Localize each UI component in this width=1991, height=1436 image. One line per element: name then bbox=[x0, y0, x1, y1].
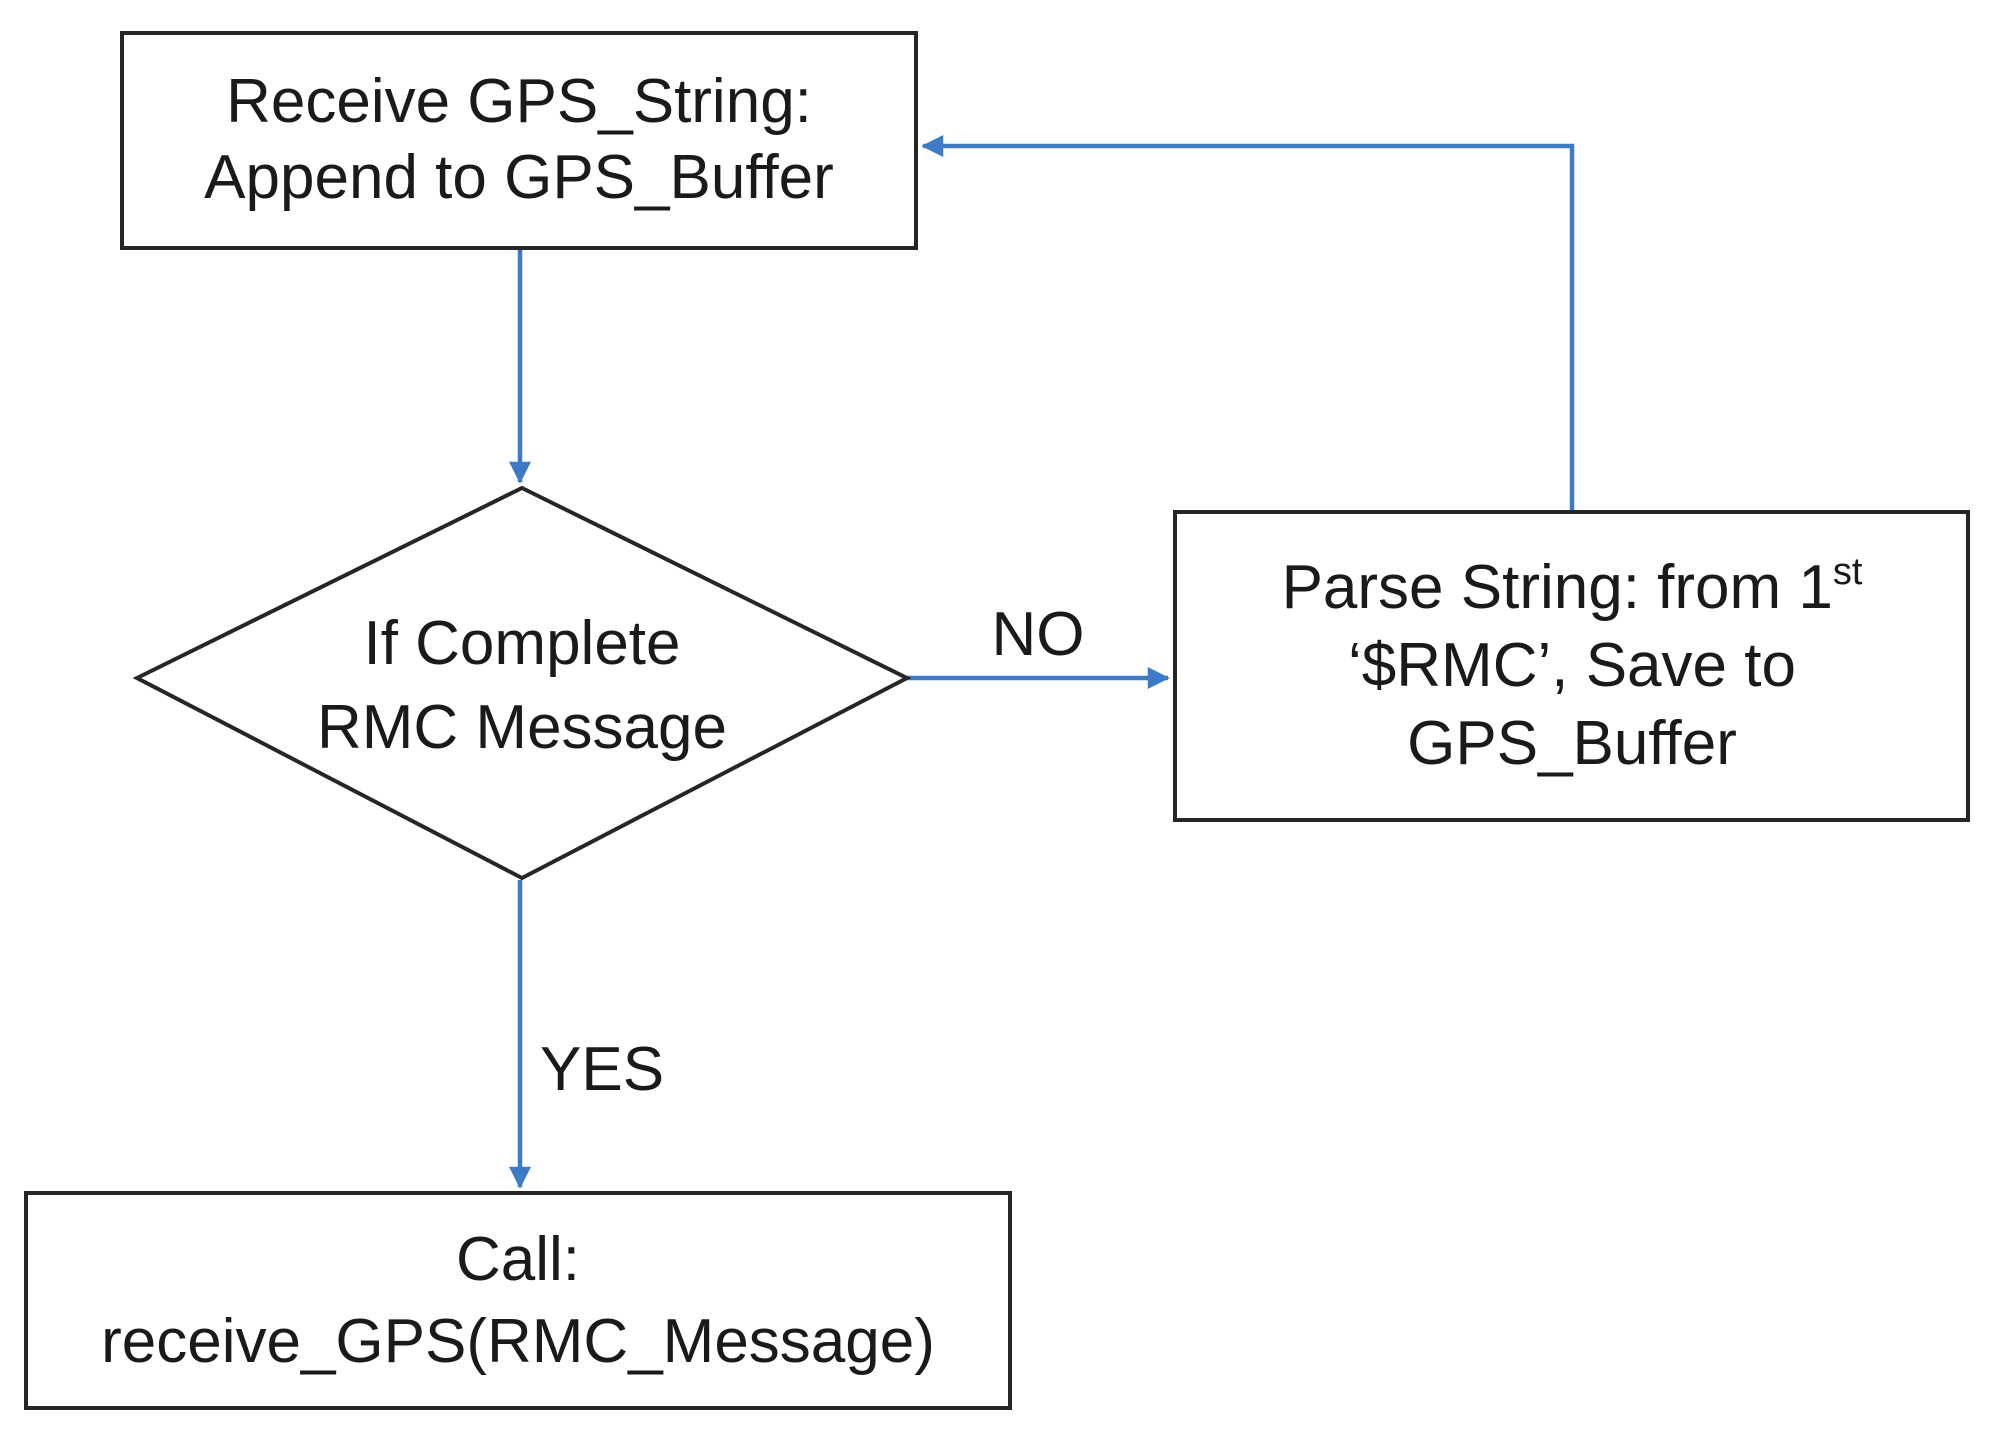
node-call-box bbox=[24, 1191, 1012, 1410]
edge-label-yes: YES bbox=[540, 1035, 664, 1104]
node-receive-box bbox=[120, 31, 918, 250]
edge-label-no: NO bbox=[992, 600, 1085, 669]
node-call-label-line1: Call: bbox=[456, 1225, 580, 1294]
node-parse-box bbox=[1173, 510, 1970, 822]
node-decision-label-line2: RMC Message bbox=[317, 693, 727, 762]
node-parse-label-line1-main: Parse String: from 1 bbox=[1282, 553, 1833, 622]
node-call-label-line2: receive_GPS(RMC_Message) bbox=[101, 1307, 935, 1376]
node-parse-label-line1: Parse String: from 1st bbox=[1282, 551, 1863, 622]
node-receive-label-line1: Receive GPS_String: bbox=[226, 67, 812, 136]
arrow-parse-to-receive-loop bbox=[921, 135, 1575, 512]
node-parse-label-line1-superscript: st bbox=[1833, 551, 1863, 593]
node-receive-label-line2: Append to GPS_Buffer bbox=[204, 143, 834, 212]
node-parse-label-line3: GPS_Buffer bbox=[1407, 709, 1737, 778]
node-decision-diamond bbox=[132, 485, 912, 881]
node-decision-label-line1: If Complete bbox=[363, 609, 680, 678]
node-parse-label-line2: ‘$RMC’, Save to bbox=[1348, 631, 1796, 700]
